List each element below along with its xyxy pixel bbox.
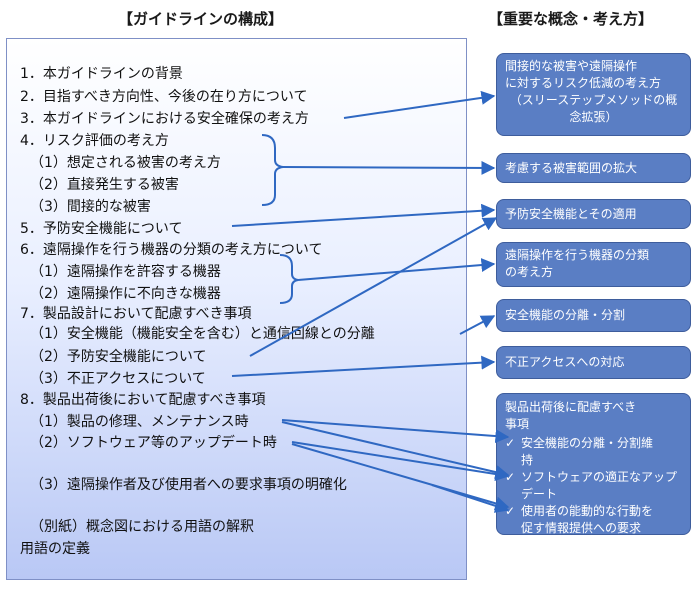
concept-damage-scope-label: 考慮する被害範囲の拡大 (505, 161, 638, 175)
concept-device-classification-line2: の考え方 (505, 265, 554, 279)
toc-item-6: 6．遠隔操作を行う機器の分類の考え方について (20, 242, 323, 258)
concept-box-safety-separation: 安全機能の分離・分割 (496, 299, 691, 332)
post-shipment-item-3-line2: 促す情報提供への要求 (521, 521, 642, 535)
concept-post-shipment-list: ✓ 安全機能の分離・分割維 持 ✓ ソフトウェアの適正なアップ デート ✓ 使用… (505, 435, 682, 537)
post-shipment-item-2-line1: ソフトウェアの適正なアップ (521, 470, 678, 484)
toc-item-6-2: （2）遠隔操作に不向きな機器 (30, 286, 221, 302)
toc-item-4: 4．リスク評価の考え方 (20, 133, 169, 149)
check-icon: ✓ (505, 470, 516, 484)
toc-item-4-3: （3）間接的な被害 (30, 199, 151, 215)
toc-item-8: 8．製品出荷後において配慮すべき事項 (20, 392, 266, 408)
post-shipment-item-3-line1: 使用者の能動的な行動を (521, 504, 654, 518)
toc-item-1: 1．本ガイドラインの背景 (20, 66, 183, 82)
concept-post-shipment-title2: 事項 (505, 417, 530, 431)
concept-risk-reduction-sub2: 念拡張） (569, 110, 618, 124)
toc-item-6-1: （1）遠隔操作を許容する機器 (30, 264, 221, 280)
check-icon: ✓ (505, 436, 516, 450)
post-shipment-item-2-line2: デート (521, 487, 558, 501)
concept-preventive-safety-label: 予防安全機能とその適用 (505, 207, 637, 221)
concept-box-risk-reduction: 間接的な被害や遠隔操作 に対するリスク低減の考え方 （スリーステップメソッドの概… (496, 53, 691, 136)
post-shipment-item-1-line2: 持 (521, 453, 534, 467)
concept-device-classification-line1: 遠隔操作を行う機器の分類 (505, 248, 650, 262)
concept-box-preventive-safety: 予防安全機能とその適用 (496, 199, 691, 229)
concept-unauthorized-access-label: 不正アクセスへの対応 (505, 355, 625, 369)
toc-item-7-2: （2）予防安全機能について (30, 349, 207, 365)
concept-risk-reduction-line1: 間接的な被害や遠隔操作 (505, 59, 638, 73)
check-icon: ✓ (505, 504, 516, 518)
concept-box-unauthorized-access: 不正アクセスへの対応 (496, 346, 691, 379)
toc-item-3: 3．本ガイドラインにおける安全確保の考え方 (20, 111, 309, 127)
toc-item-7-1: （1）安全機能（機能安全を含む）と通信回線との分離 (30, 326, 375, 342)
concept-box-damage-scope: 考慮する被害範囲の拡大 (496, 153, 691, 183)
post-shipment-item: ✓ ソフトウェアの適正なアップ デート (505, 469, 682, 503)
toc-item-5: 5．予防安全機能について (20, 221, 183, 237)
key-concepts-heading: 【重要な概念・考え方】 (488, 10, 654, 28)
concept-safety-separation-label: 安全機能の分離・分割 (505, 308, 626, 322)
concept-box-post-shipment: 製品出荷後に配慮すべき 事項 ✓ 安全機能の分離・分割維 持 ✓ ソフトウェアの… (496, 393, 691, 535)
concept-box-device-classification: 遠隔操作を行う機器の分類 の考え方 (496, 242, 691, 287)
toc-appendix: （別紙）概念図における用語の解釈 (30, 519, 254, 535)
toc-item-8-2: （2）ソフトウェア等のアップデート時 (30, 435, 277, 451)
toc-item-4-2: （2）直接発生する被害 (30, 177, 179, 193)
concept-risk-reduction-line2: に対するリスク低減の考え方 (505, 76, 662, 90)
concept-risk-reduction-sub1: （スリーステップメソッドの概 (509, 93, 678, 107)
toc-item-2: 2．目指すべき方向性、今後の在り方について (20, 89, 308, 105)
toc-item-8-1: （1）製品の修理、メンテナンス時 (30, 414, 249, 430)
post-shipment-item: ✓ 使用者の能動的な行動を 促す情報提供への要求 (505, 503, 682, 537)
toc-item-4-1: （1）想定される被害の考え方 (30, 155, 221, 171)
toc-item-7-3: （3）不正アクセスについて (30, 371, 206, 387)
guideline-structure-heading: 【ガイドラインの構成】 (118, 10, 284, 28)
toc-definitions: 用語の定義 (20, 541, 90, 557)
concept-post-shipment-title1: 製品出荷後に配慮すべき (505, 400, 637, 414)
toc-item-8-3: （3）遠隔操作者及び使用者への要求事項の明確化 (30, 477, 347, 493)
toc-item-7: 7．製品設計において配慮すべき事項 (20, 306, 252, 322)
post-shipment-item: ✓ 安全機能の分離・分割維 持 (505, 435, 682, 469)
post-shipment-item-1-line1: 安全機能の分離・分割維 (521, 436, 654, 450)
